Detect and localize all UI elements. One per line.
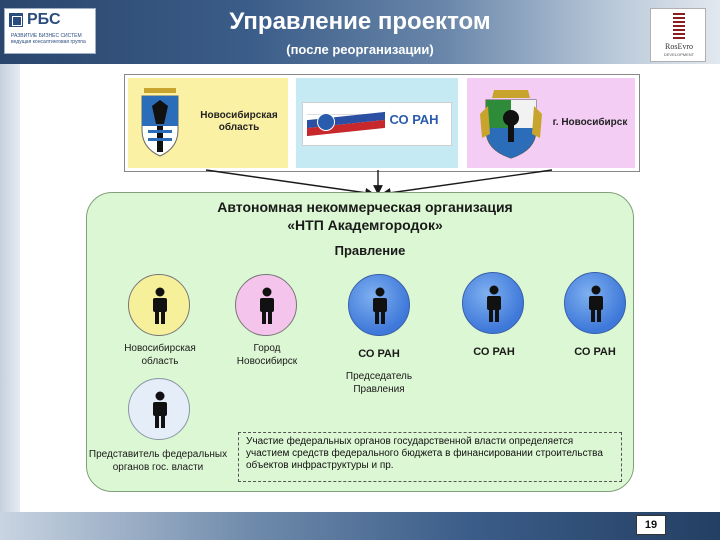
left-stripe — [0, 64, 20, 524]
board-title: Правление — [334, 243, 406, 258]
organization-title: Автономная некоммерческая организация «Н… — [200, 198, 530, 234]
header-band — [0, 0, 720, 64]
board-chair-label: Председатель Правления — [345, 371, 413, 395]
novosibirsk-city-coat-of-arms-icon — [480, 90, 542, 159]
page-subtitle: (после реорганизации) — [286, 42, 434, 57]
ras-emblem-icon — [317, 113, 335, 131]
person-icon — [153, 391, 167, 428]
novosibirsk-region-coat-of-arms-icon — [141, 88, 179, 157]
board-member-label-so-ran-1: СО РАН — [358, 348, 400, 360]
board-member-region — [128, 274, 190, 336]
person-icon — [589, 285, 603, 322]
footer-band — [0, 512, 720, 540]
board-member-label-city: Город Новосибирск — [236, 343, 298, 367]
organization-title-line2: «НТП Академгородок» — [287, 217, 443, 233]
rbs-logo-line2: ведущая консалтинговая группа — [11, 39, 86, 45]
board-member-so-ran-chair — [348, 274, 410, 336]
board-member-label-so-ran-2: СО РАН — [473, 346, 515, 358]
board-member-federal — [128, 378, 190, 440]
board-member-city — [235, 274, 297, 336]
arrow-from-region — [205, 169, 375, 198]
board-member-so-ran-2 — [462, 272, 524, 334]
rbs-logo-line1: РАЗВИТИЕ БИЗНЕС СИСТЕМ — [11, 33, 82, 39]
note-text: Участие федеральных органов государствен… — [246, 436, 603, 471]
page-number: 19 — [636, 515, 666, 535]
board-member-so-ran-3 — [564, 272, 626, 334]
rbs-logo: РБС РАЗВИТИЕ БИЗНЕС СИСТЕМ ведущая конса… — [4, 8, 96, 54]
founder-label-region: Новосибирская область — [200, 110, 278, 133]
rosevro-logo: RosEvro DEVELOPMENT — [650, 8, 706, 62]
person-icon — [487, 285, 501, 322]
note-box — [238, 432, 622, 482]
person-icon — [153, 287, 167, 324]
organization-panel — [86, 192, 634, 492]
person-icon — [260, 287, 274, 324]
flag-stripe-white — [307, 109, 383, 115]
rosevro-logo-text: RosEvro — [665, 42, 693, 51]
rbs-logo-caption: РАЗВИТИЕ БИЗНЕС СИСТЕМ ведущая консалтин… — [11, 33, 95, 45]
arrow-from-city — [381, 169, 553, 198]
rbs-logo-text: РБС — [27, 11, 61, 28]
board-member-label-federal: Представитель федеральных органов гос. в… — [88, 449, 228, 473]
organization-title-line1: Автономная некоммерческая организация — [217, 199, 513, 215]
person-icon — [373, 287, 387, 324]
rbs-logo-mark-icon — [9, 13, 23, 27]
board-member-label-so-ran-3: СО РАН — [574, 346, 616, 358]
founder-label-so-ran: СО РАН — [389, 112, 439, 127]
founder-label-city: г. Новосибирск — [552, 117, 628, 128]
board-member-label-region: Новосибирская область — [124, 343, 196, 367]
page-title: Управление проектом — [229, 8, 491, 35]
so-ran-banner — [302, 102, 452, 146]
rosevro-logo-mark-icon — [673, 13, 685, 39]
rosevro-logo-sub: DEVELOPMENT — [663, 52, 695, 57]
